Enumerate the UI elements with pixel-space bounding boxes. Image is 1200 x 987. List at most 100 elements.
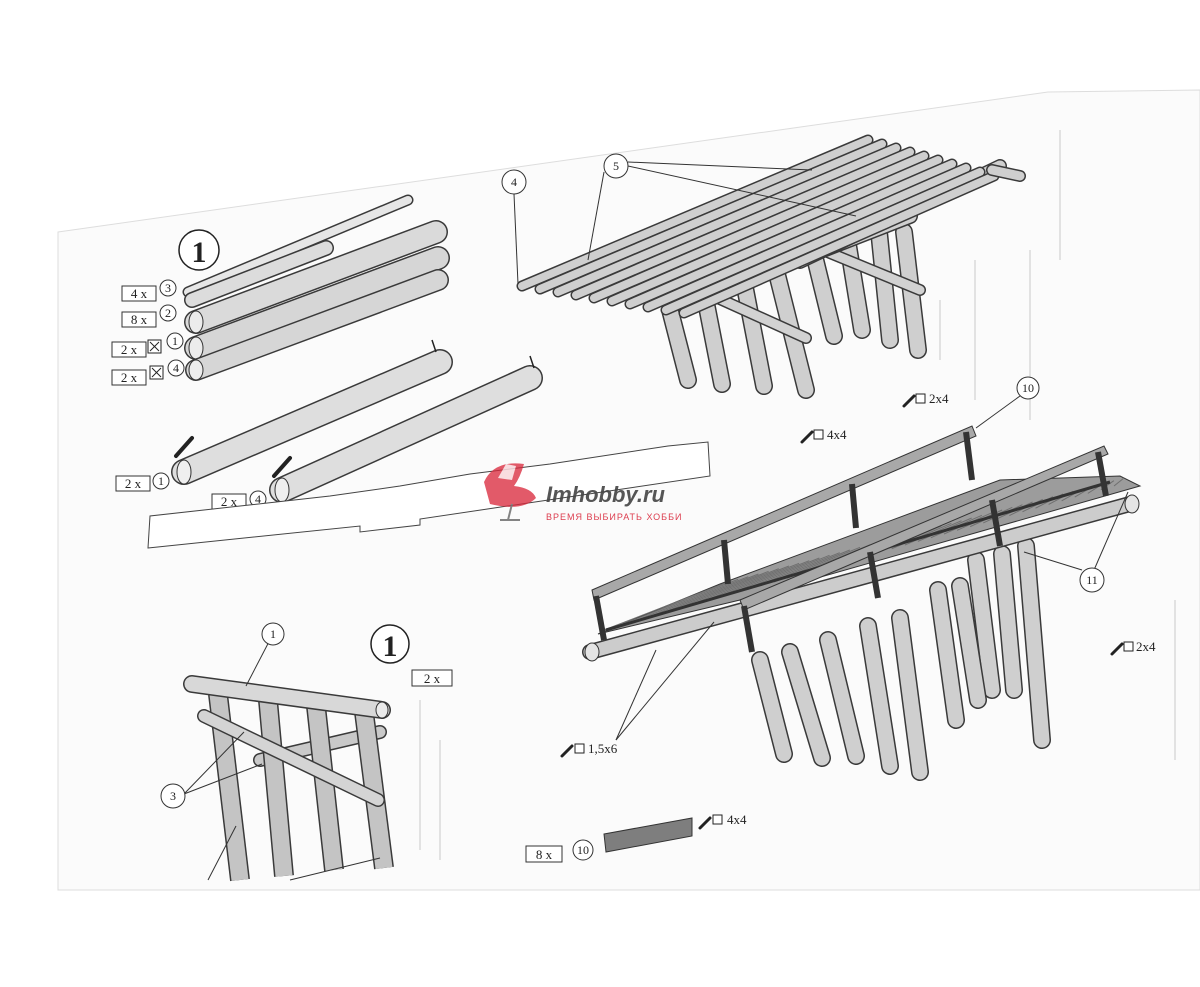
deck-log (642, 162, 972, 313)
notch-template (147, 441, 711, 549)
deck-log (588, 150, 930, 304)
callout-10 (1016, 376, 1040, 400)
pole-part-2 (184, 220, 448, 334)
marking-label-1: 2 x 1 (115, 472, 170, 492)
pole-long (182, 194, 414, 298)
bridge-railings (591, 425, 1109, 653)
trestle-top-rail (183, 675, 391, 719)
step-number-top: 1 (192, 236, 207, 269)
trestle-brace (197, 709, 385, 807)
callout-1 (261, 622, 285, 646)
deck-log (660, 166, 986, 316)
pencil-icon (1110, 642, 1124, 656)
bridge-leg (819, 631, 865, 765)
pencil-icon (800, 430, 814, 444)
callout-3 (160, 783, 186, 809)
watermark: Imhobby.ru ВРЕМЯ ВЫБИРАТЬ ХОББИ (484, 463, 682, 522)
deck-leg (661, 301, 697, 389)
chair-logo-icon (484, 463, 536, 521)
deck-plank (629, 576, 749, 624)
pencil-icon (174, 436, 194, 458)
cut-icon (1123, 641, 1134, 652)
parts-row-a: 4 x 3 (121, 279, 177, 302)
watermark-slogan: ВРЕМЯ ВЫБИРАТЬ ХОББИ (546, 512, 682, 522)
cut-icon (712, 814, 723, 825)
bridge-callout-10: 10 (1022, 381, 1034, 395)
pole-part-3 (184, 240, 334, 308)
plank-spec: 4x4 (727, 812, 747, 827)
marking-1-qty: 2 x (125, 476, 142, 491)
marking-4-part: 4 (255, 492, 261, 506)
pencil-icon (698, 816, 712, 830)
deck-plank (1113, 477, 1125, 487)
parts-row-d-part: 4 (173, 361, 179, 375)
spec-right-label: 2x4 (1136, 639, 1156, 654)
deck-log (624, 158, 958, 310)
pencil-icon (272, 456, 292, 478)
trestle-callout-3: 3 (170, 789, 176, 803)
pole-part-1 (184, 246, 450, 360)
deck-callout-5: 5 (613, 159, 619, 173)
watermark-brand: Imhobby.ru (546, 482, 666, 507)
deck-frame: 4 5 (501, 134, 1026, 399)
cut-icon (574, 743, 585, 754)
spec-top-label: 2x4 (929, 391, 949, 406)
deck-log (570, 146, 916, 301)
print-through-text (419, 130, 1176, 860)
mark-arrow-icon (431, 339, 437, 353)
parts-row-c-part: 1 (172, 334, 178, 348)
parts-row-c-qty: 2 x (121, 342, 138, 357)
spec-deck-label: 1,5x6 (588, 741, 618, 756)
parts-row-d: 2 x 4 (111, 359, 185, 386)
step-number-bottom: 1 (383, 630, 398, 663)
parts-row-b: 8 x 2 (121, 304, 177, 328)
bridge-legs (751, 537, 1051, 781)
deck-plank (669, 568, 779, 613)
parts-row-b-part: 2 (165, 306, 171, 320)
step-marker-top (178, 229, 220, 271)
spec-right: 2x4 (1110, 639, 1156, 656)
bridge-assembly: 10 11 2x4 4x4 2x4 1,5x6 (560, 376, 1156, 781)
callout-4 (501, 169, 527, 195)
spec-deck: 1,5x6 (560, 741, 618, 758)
pole-part-4 (185, 269, 449, 381)
cut-icon (915, 393, 926, 404)
trestle-qty-box (411, 669, 453, 687)
bridge-leg (929, 581, 965, 729)
pencil-icon (902, 394, 916, 408)
plank-part-number: 10 (577, 843, 589, 857)
bridge-leg (859, 617, 899, 775)
deck-log (986, 164, 1026, 182)
bridge-leg (967, 551, 1001, 699)
plank-shape (603, 817, 693, 853)
bridge-leg (1017, 537, 1051, 749)
deck-log (606, 154, 944, 307)
bridge-leg (951, 577, 987, 709)
marking-4-qty: 2 x (221, 494, 238, 509)
marking-1-part: 1 (158, 474, 164, 488)
spec-upper: 4x4 (800, 427, 847, 444)
marking-section: 2 x 1 2 x 4 (115, 339, 711, 549)
spec-upper-label: 4x4 (827, 427, 847, 442)
plank-qty: 8 x (536, 847, 553, 862)
bridge-log-ends (584, 494, 1140, 662)
parts-row-c: 2 x 1 (111, 332, 184, 358)
parts-list: 1 4 x (111, 194, 450, 386)
deck-plank (643, 573, 759, 620)
deck-log (552, 142, 902, 298)
bridge-leg (751, 651, 793, 763)
trestle-frame: 1 2 x (160, 622, 453, 882)
marked-pole-4 (269, 355, 543, 503)
callout-11 (1079, 567, 1105, 593)
deck-callout-4: 4 (511, 175, 517, 189)
deck-log (678, 170, 1000, 319)
deck-plank (603, 581, 729, 631)
parts-row-a-qty: 4 x (131, 286, 148, 301)
plank-part: 8 x 10 4x4 (525, 812, 747, 863)
deck-plank (656, 570, 769, 616)
spec-top: 2x4 (902, 391, 949, 408)
bridge-callout-11: 11 (1086, 573, 1098, 587)
cut-icon (813, 429, 824, 440)
